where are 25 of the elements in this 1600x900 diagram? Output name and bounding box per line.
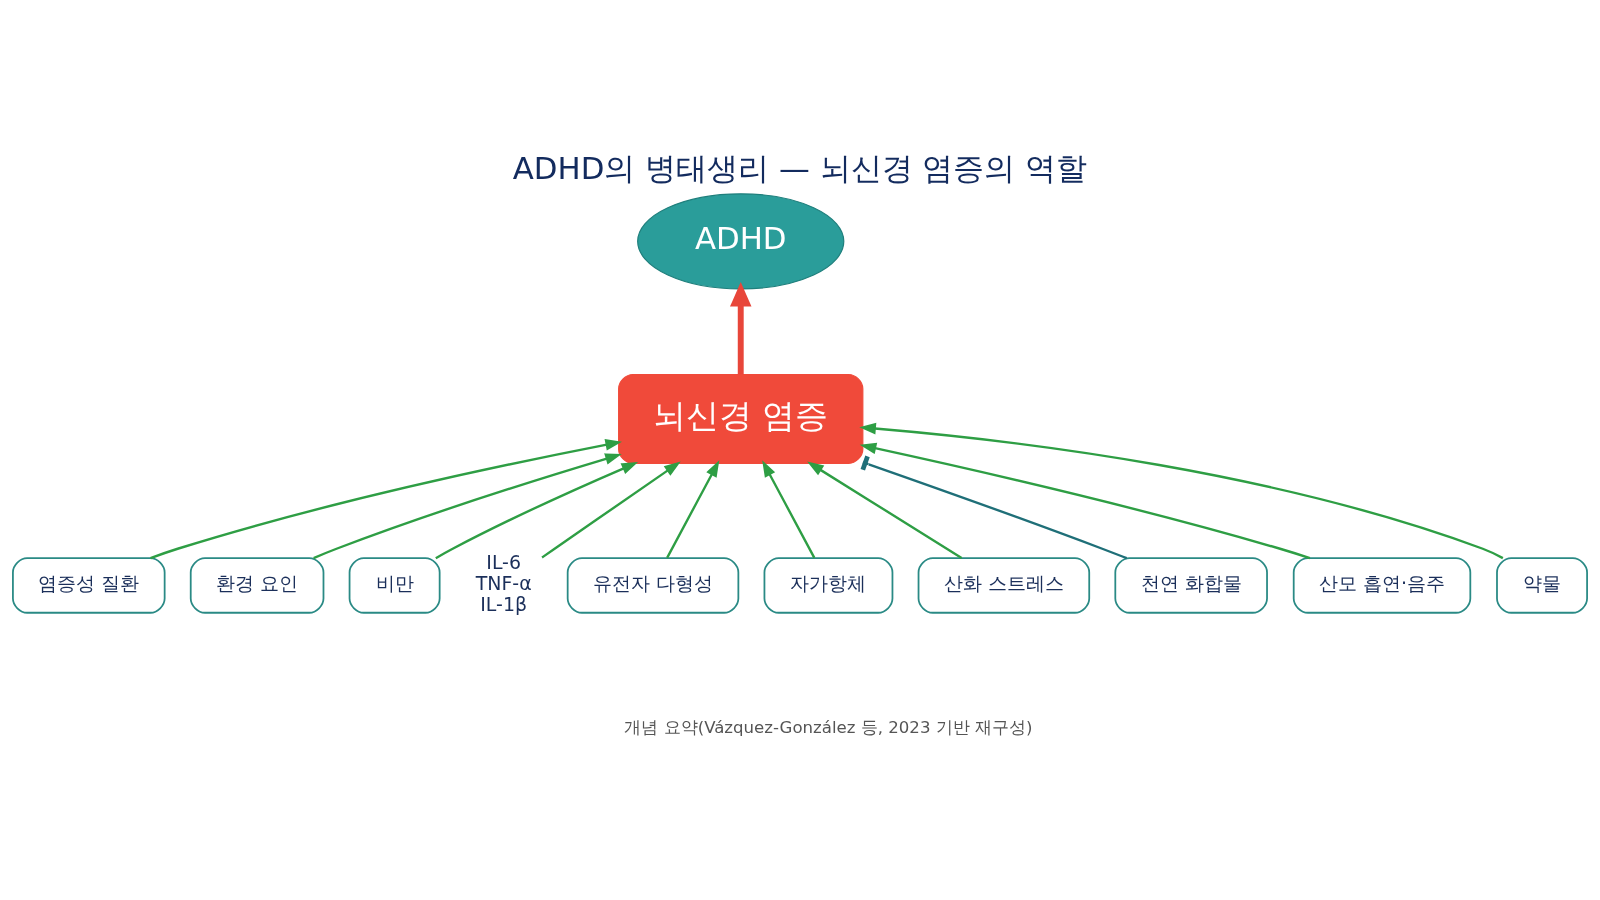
node-box: 산모 흡연·음주: [1292, 557, 1472, 614]
arrow: [807, 461, 963, 559]
node-box: 자가항체: [763, 557, 894, 614]
node-box: 천연 화합물: [1114, 557, 1268, 614]
arrow: [859, 442, 1311, 560]
caption: 개념 요약(Vázquez-González 등, 2023 기반 재구성): [624, 718, 1033, 738]
node-box: 뇌신경 염증: [618, 373, 864, 464]
arrow: [729, 281, 752, 375]
connector: [860, 455, 1128, 560]
node-box: 유전자 다형성: [566, 557, 740, 614]
arrow: [435, 462, 639, 560]
arrow: [313, 453, 622, 560]
node-box: 환경 요인: [189, 557, 325, 614]
diagram-title: ADHD의 병태생리 — 뇌신경 염증의 역할: [512, 150, 1088, 187]
arrow: [150, 439, 622, 560]
arrow: [859, 422, 1504, 560]
arrow: [666, 460, 720, 559]
node-box: 염증성 질환: [12, 557, 166, 614]
node-ellipse: ADHD: [637, 193, 845, 290]
node-box: 약물: [1496, 557, 1588, 614]
arrow: [762, 460, 816, 559]
node-box: 비만: [348, 557, 441, 614]
arrow: [541, 461, 681, 559]
node-text: IL-6 TNF-α IL-1β: [475, 550, 532, 616]
node-box: 산화 스트레스: [917, 557, 1091, 614]
